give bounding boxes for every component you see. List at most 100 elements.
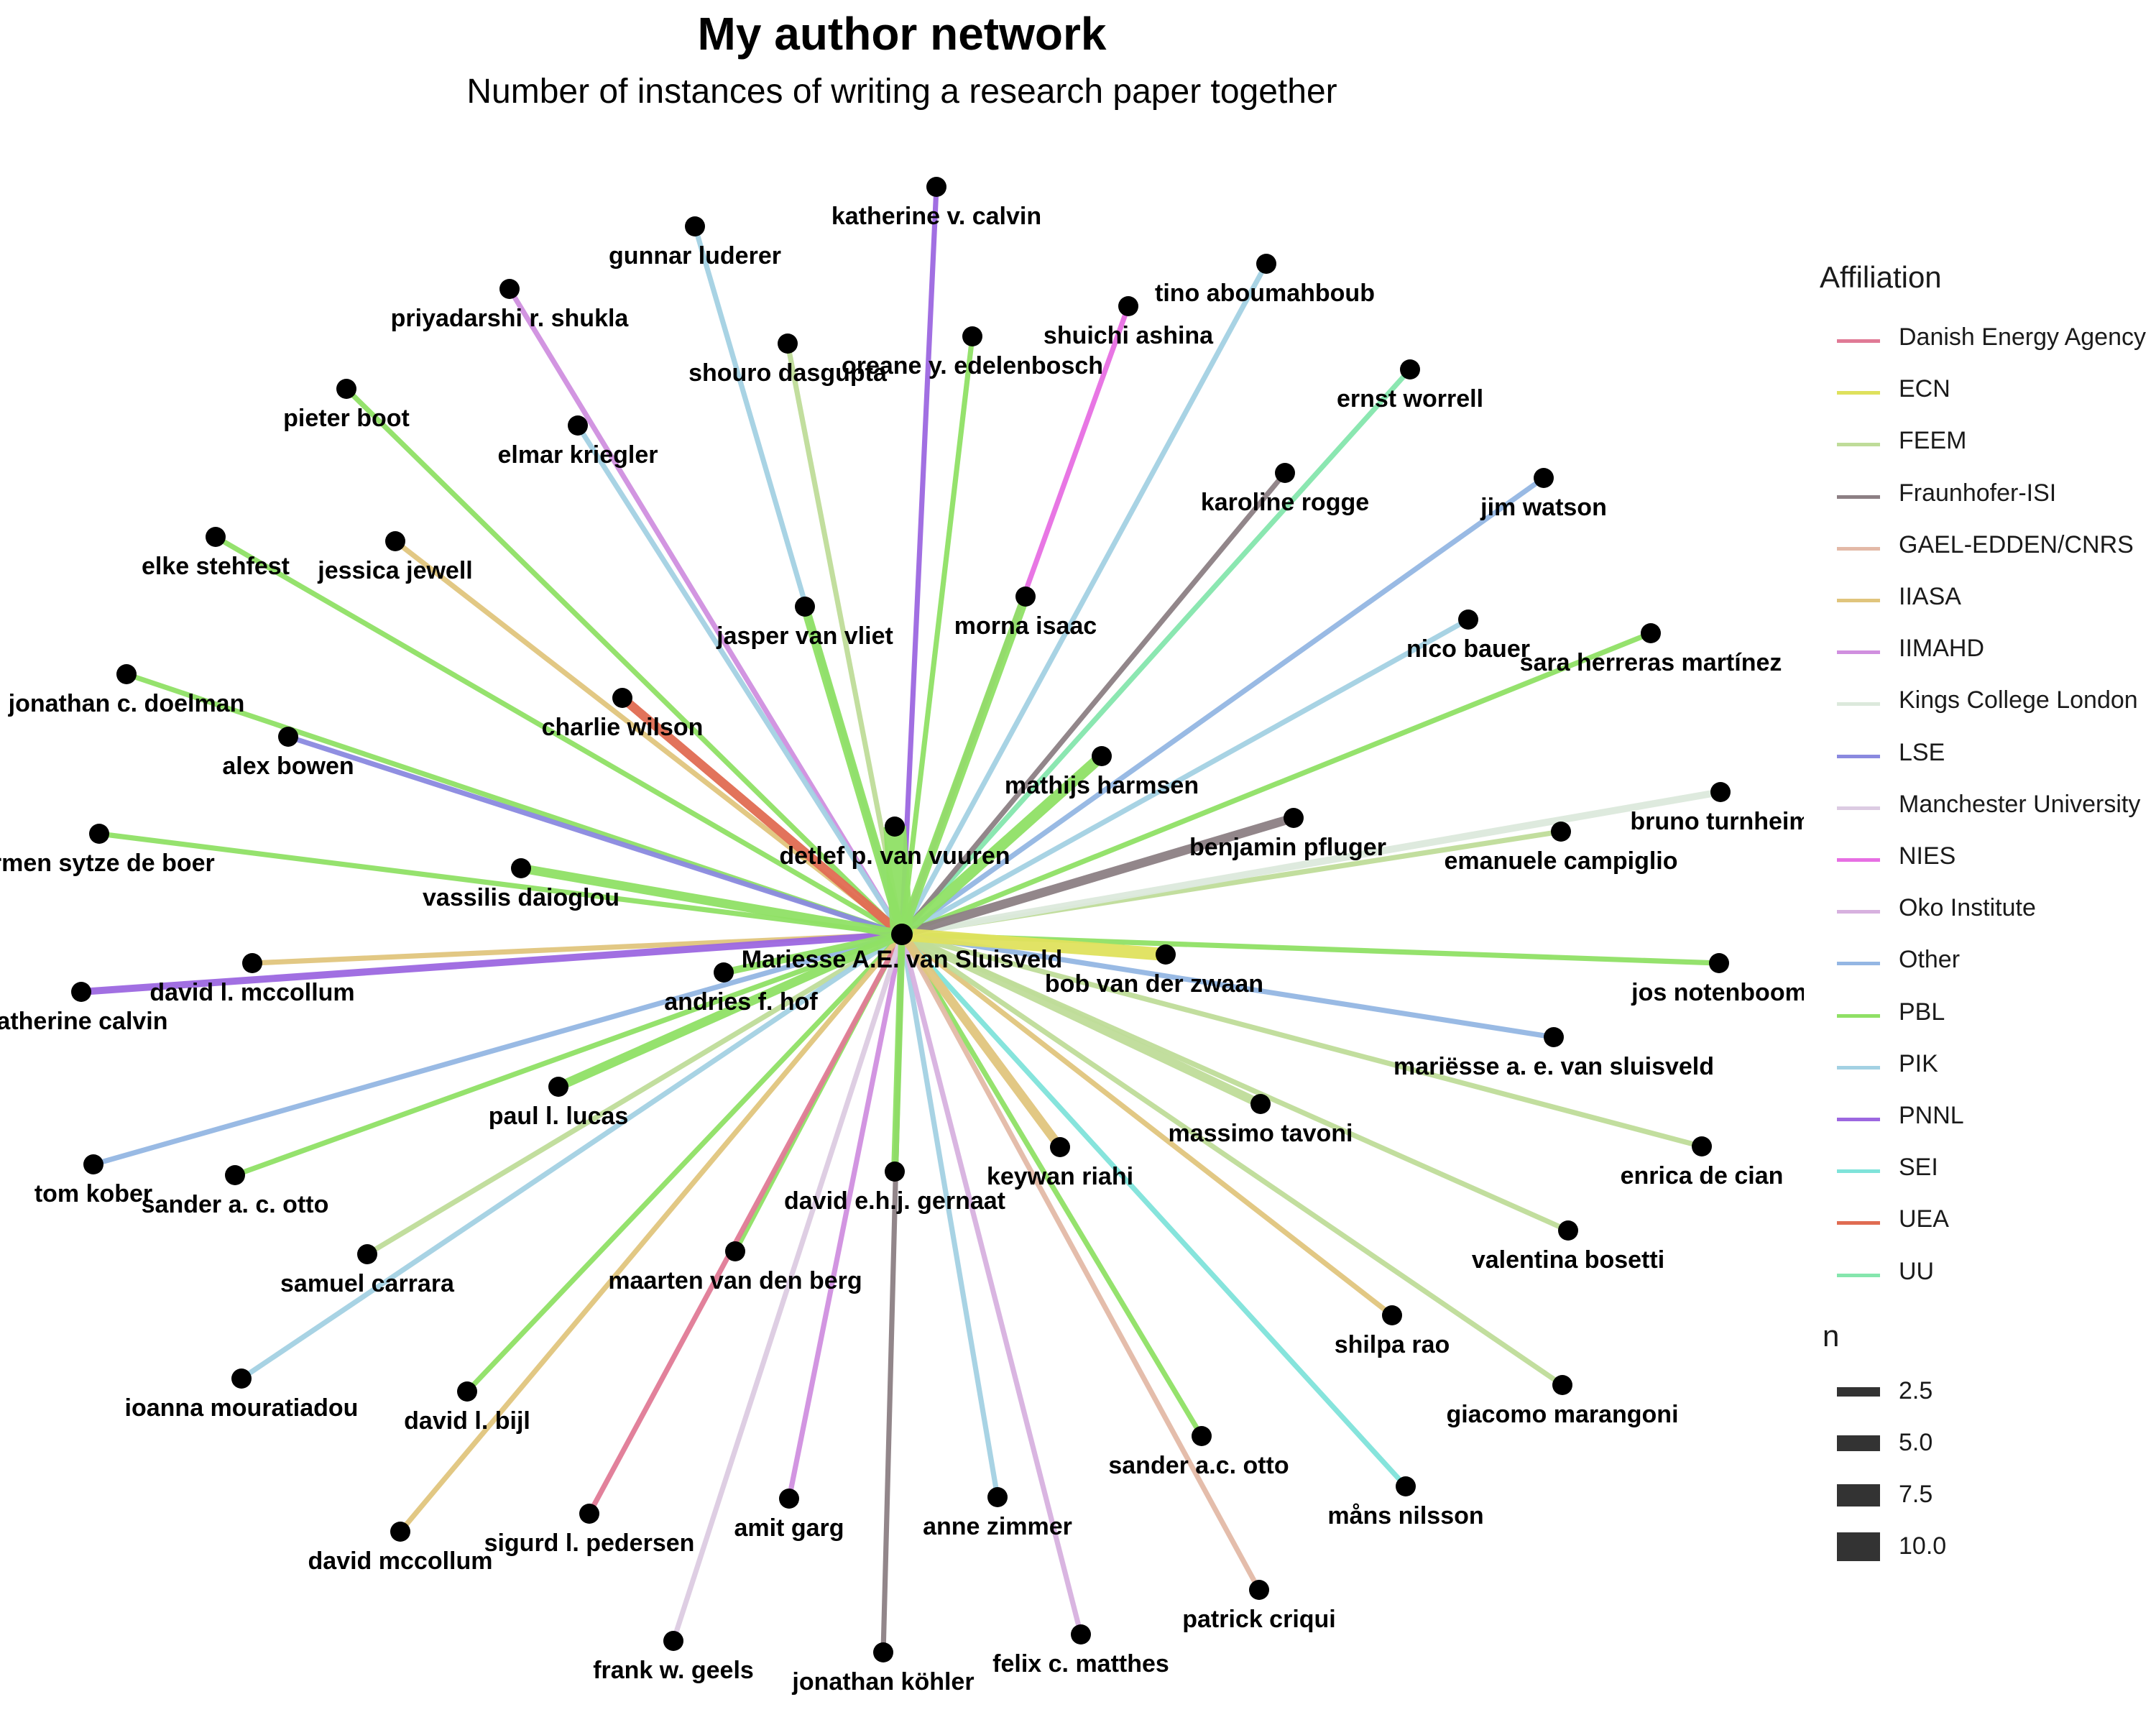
node-label: katherine v. calvin xyxy=(831,203,1041,230)
node-label: katherine calvin xyxy=(0,1008,168,1035)
edge-alex-bowen xyxy=(287,734,903,937)
legend-swatch xyxy=(1837,754,1880,758)
legend-label: NIES xyxy=(1899,842,1956,870)
edge-andries-f-hof xyxy=(722,931,903,976)
node-enrica-de-cian xyxy=(1692,1136,1712,1156)
node-jonathan-k-hler xyxy=(873,1642,893,1662)
legend-label: Other xyxy=(1899,946,1961,974)
edge-david-l-bijl xyxy=(465,932,904,1394)
chart-title: My author network xyxy=(697,8,1107,60)
edge-david-e-h-j-gernaat xyxy=(891,934,906,1172)
edge-pieter-boot xyxy=(344,387,904,937)
node-sander-a-c-otto xyxy=(1192,1426,1212,1446)
legend-swatch xyxy=(1837,1221,1880,1225)
node-center xyxy=(891,924,913,945)
node-label: pieter boot xyxy=(283,405,410,432)
legend-swatch xyxy=(1837,806,1880,810)
node-bob-van-der-zwaan xyxy=(1156,944,1176,965)
center-node-label: Mariesse A.E. van Sluisveld xyxy=(742,946,1063,973)
node-samuel-carrara xyxy=(357,1244,377,1264)
node-gunnar-luderer xyxy=(685,216,705,236)
node-label: priyadarshi r. shukla xyxy=(391,305,630,332)
node-label: maarten van den berg xyxy=(608,1267,862,1294)
edge-bob-van-der-zwaan xyxy=(901,928,1166,961)
affiliation-legend-title: Affiliation xyxy=(1820,260,1942,294)
node-sara-herreras-mart-nez xyxy=(1641,623,1661,643)
size-legend-key xyxy=(1837,1386,1880,1397)
node-label: tom kober xyxy=(34,1180,152,1208)
legend-swatch xyxy=(1837,1273,1880,1277)
node-hermen-sytze-de-boer xyxy=(89,824,109,844)
node-elke-stehfest xyxy=(206,527,226,547)
node-sigurd-l-pedersen xyxy=(579,1504,599,1524)
node-label: elke stehfest xyxy=(142,553,290,580)
node-label: bruno turnheim xyxy=(1630,808,1804,835)
node-ernst-worrell xyxy=(1400,359,1420,380)
size-legend-label: 10.0 xyxy=(1899,1532,1947,1560)
edge-giacomo-marangoni xyxy=(900,932,1565,1387)
legend-label: ECN xyxy=(1899,375,1950,403)
node-jessica-jewell xyxy=(385,531,405,551)
node-label: oreane y. edelenbosch xyxy=(842,352,1103,380)
node-label: shuichi ashina xyxy=(1044,322,1214,349)
legend-label: FEEM xyxy=(1899,427,1967,455)
node-label: samuel carrara xyxy=(280,1270,455,1297)
node-giacomo-marangoni xyxy=(1552,1375,1572,1395)
node-massimo-tavoni xyxy=(1250,1094,1271,1114)
edge-ernst-worrell xyxy=(900,367,1412,937)
node-alex-bowen xyxy=(278,727,298,747)
edge-sander-a-c-otto xyxy=(234,932,903,1178)
size-legend-key xyxy=(1837,1435,1880,1451)
legend-swatch xyxy=(1837,339,1880,343)
node-label: jasper van vliet xyxy=(716,622,893,650)
edge-patrick-criqui xyxy=(899,933,1262,1591)
node-shouro-dasgupta xyxy=(778,334,798,354)
node-amit-garg xyxy=(779,1489,799,1509)
edge-elmar-kriegler xyxy=(575,424,905,936)
edge-david-mccollum xyxy=(398,932,904,1534)
node-label: sander a. c. otto xyxy=(142,1191,329,1218)
node-label: massimo tavoni xyxy=(1169,1120,1353,1147)
edge-benjamin-pfluger xyxy=(900,813,1295,939)
node-david-mccollum xyxy=(390,1522,410,1542)
node-priyadarshi-r-shukla xyxy=(499,279,520,299)
node-label: paul l. lucas xyxy=(489,1103,629,1130)
edge-paul-l-lucas xyxy=(556,930,904,1091)
node-emanuele-campiglio xyxy=(1551,822,1571,842)
node-label: charlie wilson xyxy=(542,714,704,741)
node-keywan-riahi xyxy=(1050,1137,1070,1157)
node-jonathan-c-doelman xyxy=(116,664,137,684)
legend-swatch xyxy=(1837,494,1880,499)
chart-subtitle: Number of instances of writing a researc… xyxy=(466,73,1337,111)
edge-shouro-dasgupta xyxy=(785,343,905,935)
edge-anne-zimmer xyxy=(899,934,1000,1498)
legend-swatch xyxy=(1837,599,1880,602)
legend-label: SEI xyxy=(1899,1154,1938,1182)
node-label: frank w. geels xyxy=(593,1657,754,1684)
legend-label: UEA xyxy=(1899,1205,1949,1233)
node-shilpa-rao xyxy=(1382,1305,1402,1325)
node-detlef-p-van-vuuren xyxy=(885,816,905,837)
node-paul-l-lucas xyxy=(548,1077,568,1097)
node-label: mariësse a. e. van sluisveld xyxy=(1393,1053,1714,1080)
edge-ioanna-mouratiadou xyxy=(239,932,904,1381)
legend-swatch xyxy=(1837,962,1880,966)
node-label: vassilis daioglou xyxy=(423,884,619,911)
legend-label: LSE xyxy=(1899,738,1945,766)
edge-enrica-de-cian xyxy=(901,932,1703,1149)
legend-label: IIMAHD xyxy=(1899,635,1984,663)
node-label: andries f. hof xyxy=(664,988,818,1016)
node-jos-notenboom xyxy=(1709,953,1729,973)
node-label: detlef p. van vuuren xyxy=(779,842,1010,870)
node-label: hermen sytze de boer xyxy=(0,850,215,877)
edge-katherine-v-calvin xyxy=(899,186,939,935)
node-morna-isaac xyxy=(1015,586,1036,607)
size-legend-label: 2.5 xyxy=(1899,1377,1933,1404)
legend-swatch xyxy=(1837,858,1880,862)
node-label: david mccollum xyxy=(308,1547,493,1575)
edge-amit-garg xyxy=(786,934,905,1499)
node-label: shouro dasgupta xyxy=(688,359,888,387)
legend-label: Oko Institute xyxy=(1899,894,2036,922)
edge-shilpa-rao xyxy=(900,932,1394,1317)
edge-frank-w-geels xyxy=(671,933,905,1642)
